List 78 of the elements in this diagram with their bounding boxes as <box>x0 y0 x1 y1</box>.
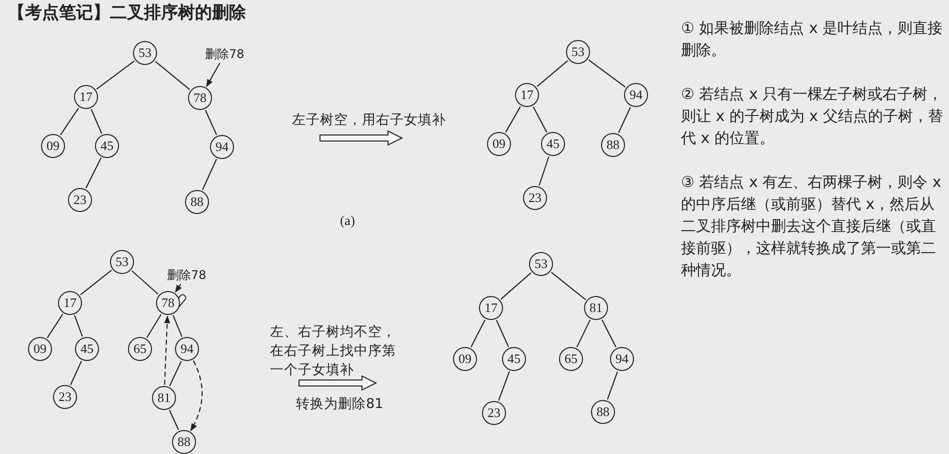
tree-edge <box>606 371 618 400</box>
tree-node: 88 <box>172 430 196 454</box>
tree-edge <box>500 272 532 300</box>
tree-node: 45 <box>541 132 565 156</box>
tree-node: 23 <box>523 186 547 210</box>
tree-node: 53 <box>110 250 134 274</box>
tree-node: 81 <box>152 386 176 410</box>
tree-edge <box>470 320 486 348</box>
tree-edge <box>532 106 548 132</box>
tree-node: 23 <box>68 188 92 212</box>
arrow <box>164 316 170 385</box>
tree-node: 94 <box>210 135 234 159</box>
tree-node: 17 <box>58 291 82 315</box>
tree-node: 81 <box>584 296 608 320</box>
tree-edge <box>602 320 616 348</box>
tree-edge <box>132 270 158 295</box>
leader-line <box>175 284 182 293</box>
leader-line <box>206 62 220 88</box>
tree-node: 88 <box>185 190 209 214</box>
tree-node: 09 <box>487 132 511 156</box>
note-paragraph: ③ 若结点 x 有左、右两棵子树，则令 x 的中序后继（或前驱）替代 x，然后从二叉排序树中删去这个直接后继（或直接前驱），这样就转换成了第一或第二种情况。 <box>681 172 942 281</box>
tree-node: 65 <box>128 337 152 361</box>
tree-node: 17 <box>515 83 539 107</box>
tree-node: 88 <box>601 133 625 157</box>
tree-node: 94 <box>175 337 199 361</box>
tree-edge <box>202 158 217 190</box>
tree-node: 23 <box>53 385 77 409</box>
tree-edge <box>146 314 162 338</box>
caption-text: 左、右子树均不空，在右子树上找中序第一个子女填补 <box>270 323 397 380</box>
tree-edge <box>80 270 112 296</box>
tree-node: 45 <box>502 347 526 371</box>
tree-node: 17 <box>479 296 503 320</box>
tree-edge <box>496 320 510 348</box>
tree-edge <box>46 314 64 338</box>
tree-node: 94 <box>610 347 634 371</box>
tree-edge <box>505 106 521 133</box>
tree-edge <box>588 59 626 88</box>
tree-node: 09 <box>41 134 65 158</box>
title: 【考点笔记】二叉排序树的删除 <box>8 2 246 24</box>
tree-node: 88 <box>591 400 615 424</box>
tree-edge <box>154 61 190 90</box>
arrow <box>190 360 203 432</box>
tree-edge <box>74 315 83 337</box>
tree-edge <box>70 360 82 386</box>
tree-node: 45 <box>75 337 99 361</box>
tree-edge <box>60 108 80 136</box>
tree-edge <box>169 410 179 430</box>
tree-node: 65 <box>559 347 583 371</box>
tree-node: 53 <box>133 41 157 65</box>
tree-edge <box>576 320 591 348</box>
tree-node: 09 <box>28 337 52 361</box>
tree-edge <box>551 272 586 300</box>
note-paragraph: ① 如果被删除结点 x 是叶结点，则直接删除。 <box>681 18 944 61</box>
tree-node: 45 <box>95 134 119 158</box>
tree-edge <box>538 156 550 186</box>
tree-edge <box>96 60 135 90</box>
tree-node: 78 <box>188 86 212 110</box>
tree-node: 78 <box>156 291 180 315</box>
tree-edge <box>498 371 510 401</box>
tree-node: 09 <box>453 347 477 371</box>
tree-edge <box>618 106 631 134</box>
tree-edge <box>172 315 182 337</box>
tree-node: 94 <box>624 83 648 107</box>
tree-edge <box>204 110 218 136</box>
tree-edge <box>85 158 102 188</box>
tree-node: 23 <box>482 401 506 425</box>
annotation-text: 删除78 <box>167 268 206 283</box>
caption-text: 左子树空，用右子女填补 <box>292 111 446 130</box>
tree-node: 53 <box>566 40 590 64</box>
annotation-text: 删除78 <box>205 47 244 62</box>
tree-node: 17 <box>74 85 98 109</box>
tree-edge <box>90 109 102 134</box>
figure-label: (a) <box>340 212 355 230</box>
tree-edge <box>536 60 568 87</box>
tree-node: 53 <box>529 252 553 276</box>
note-paragraph: ② 若结点 x 只有一棵左子树或右子树，则让 x 的子树成为 x 父结点的子树，替代 x 的位置。 <box>681 84 944 149</box>
caption-text: 转换为删除81 <box>296 395 384 414</box>
tree-edge <box>169 360 182 386</box>
